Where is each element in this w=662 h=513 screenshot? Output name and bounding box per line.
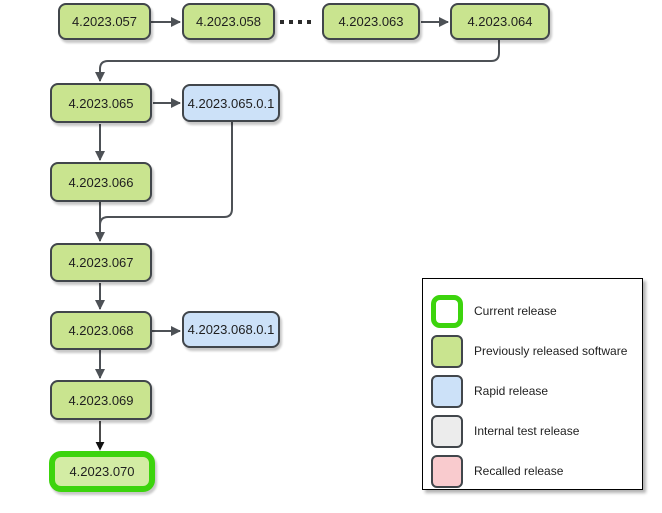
version-node-4-2023-070-current: 4.2023.070: [49, 451, 155, 492]
legend-box: Current release Previously released soft…: [422, 278, 643, 490]
version-node-4-2023-069: 4.2023.069: [50, 380, 152, 420]
version-node-4-2023-067: 4.2023.067: [50, 243, 152, 282]
version-node-4-2023-068-0-1: 4.2023.068.0.1: [182, 311, 280, 348]
version-node-4-2023-057: 4.2023.057: [58, 3, 151, 40]
legend-label: Rapid release: [474, 384, 549, 398]
version-node-4-2023-068: 4.2023.068: [50, 311, 152, 350]
legend-item-current: Current release: [431, 291, 642, 331]
version-node-4-2023-066: 4.2023.066: [50, 162, 152, 202]
internal-test-release-swatch: [431, 414, 463, 448]
legend-item-released: Previously released software: [431, 331, 642, 371]
legend-label: Internal test release: [474, 424, 580, 438]
legend-label: Recalled release: [474, 464, 564, 478]
legend-item-internal: Internal test release: [431, 411, 642, 451]
legend-item-rapid: Rapid release: [431, 371, 642, 411]
edge-064-065: [95, 40, 500, 82]
recalled-release-swatch: [431, 454, 463, 488]
current-release-swatch: [431, 294, 463, 328]
legend-label: Current release: [474, 304, 557, 318]
legend-item-recalled: Recalled release: [431, 451, 642, 491]
version-node-4-2023-058: 4.2023.058: [182, 3, 275, 40]
version-node-4-2023-065: 4.2023.065: [50, 83, 152, 123]
version-node-4-2023-064: 4.2023.064: [450, 3, 550, 40]
version-node-4-2023-065-0-1: 4.2023.065.0.1: [182, 84, 280, 122]
version-node-4-2023-063: 4.2023.063: [322, 3, 420, 40]
legend-label: Previously released software: [474, 344, 628, 358]
rapid-release-swatch: [431, 374, 463, 408]
previously-released-swatch: [431, 334, 463, 368]
